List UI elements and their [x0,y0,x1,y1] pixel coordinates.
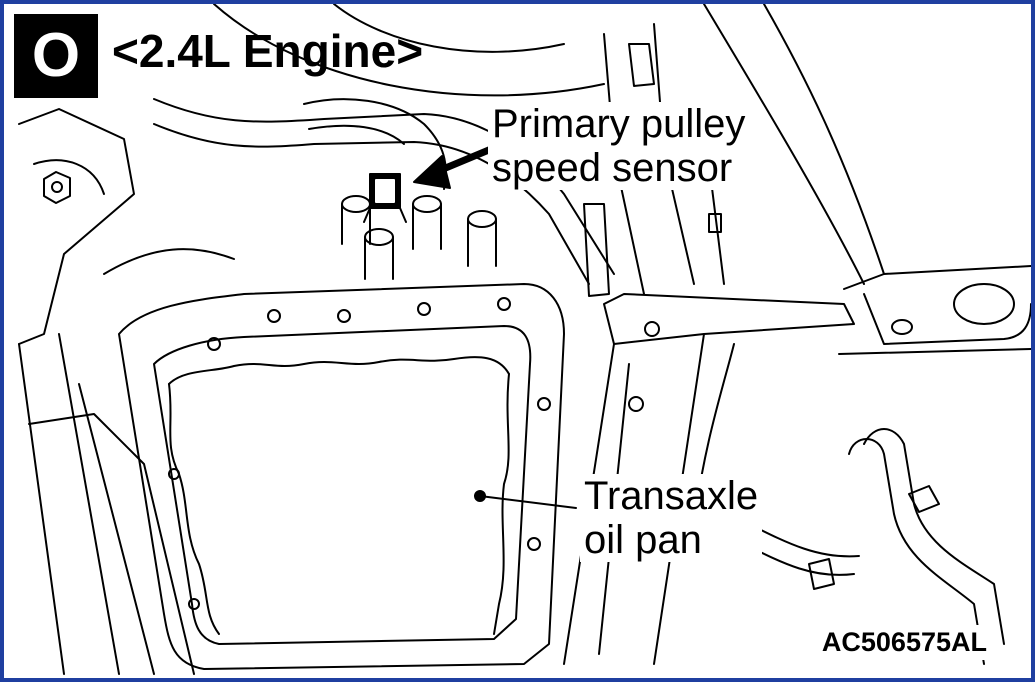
right-wire-2 [848,438,985,665]
left-strap [28,413,195,675]
left-frame-rail-3 [78,383,155,675]
left-rod [103,248,235,275]
right-bracket-cutout [953,283,1015,325]
tube-top [303,98,447,190]
left-bracket-inner [33,159,105,195]
sensor-arrowhead [413,155,451,189]
tube-top-inner [308,124,405,145]
vertical-bar [583,203,610,297]
upper-right-arc [703,4,865,285]
right-hose-2 [748,523,860,558]
right-bracket-face [863,293,1031,345]
oil-pan-flange [118,283,565,670]
right-wire [863,428,1005,645]
oil-pan-callout: Transaxle oil pan [580,474,763,562]
upper-right-connector [628,43,655,87]
figure-code: AC506575AL [817,625,991,660]
left-frame-rail [18,343,65,675]
sensor-callout: Primary pulley speed sensor [488,102,750,190]
right-clip [908,485,940,513]
left-bolt-center [51,181,63,193]
right-hose-clip [808,558,835,590]
oil-pan-inner [153,325,532,645]
oil-pan-leader-dot [474,490,486,502]
engine-title: <2.4L Engine> [112,25,424,77]
oil-pan-callout-line2: oil pan [584,518,702,562]
crossmember [603,293,855,345]
upper-right-tab [708,213,722,233]
crossmember-hole-2 [628,396,644,412]
oil-pan-bolts [168,297,551,610]
left-bolt [43,171,71,204]
left-bracket [18,108,135,345]
oil-pan-callout-line1: Transaxle [584,474,759,518]
upper-right-arc-2 [763,4,885,275]
oil-pan-bead [168,356,510,385]
oil-pan-leader [479,495,577,509]
sensor-callout-line1: Primary pulley [492,102,746,146]
sensor-connector [363,173,407,223]
sensor-arrow-shaft [432,143,500,176]
right-bracket [843,265,1031,290]
top-arc [213,4,605,97]
oil-pan-bead-right [493,373,510,635]
right-bracket-2 [838,348,1031,355]
oil-pan-bead-left [168,383,220,635]
left-frame-rail-2 [58,333,120,675]
section-badge: O [14,14,98,98]
sensor-bolts [341,195,497,280]
transaxle-line-drawing [18,4,1031,675]
top-arc-2 [333,4,565,53]
right-bracket-hole [891,319,913,335]
sensor-callout-line2: speed sensor [492,146,733,190]
crossmember-hole [644,321,660,337]
